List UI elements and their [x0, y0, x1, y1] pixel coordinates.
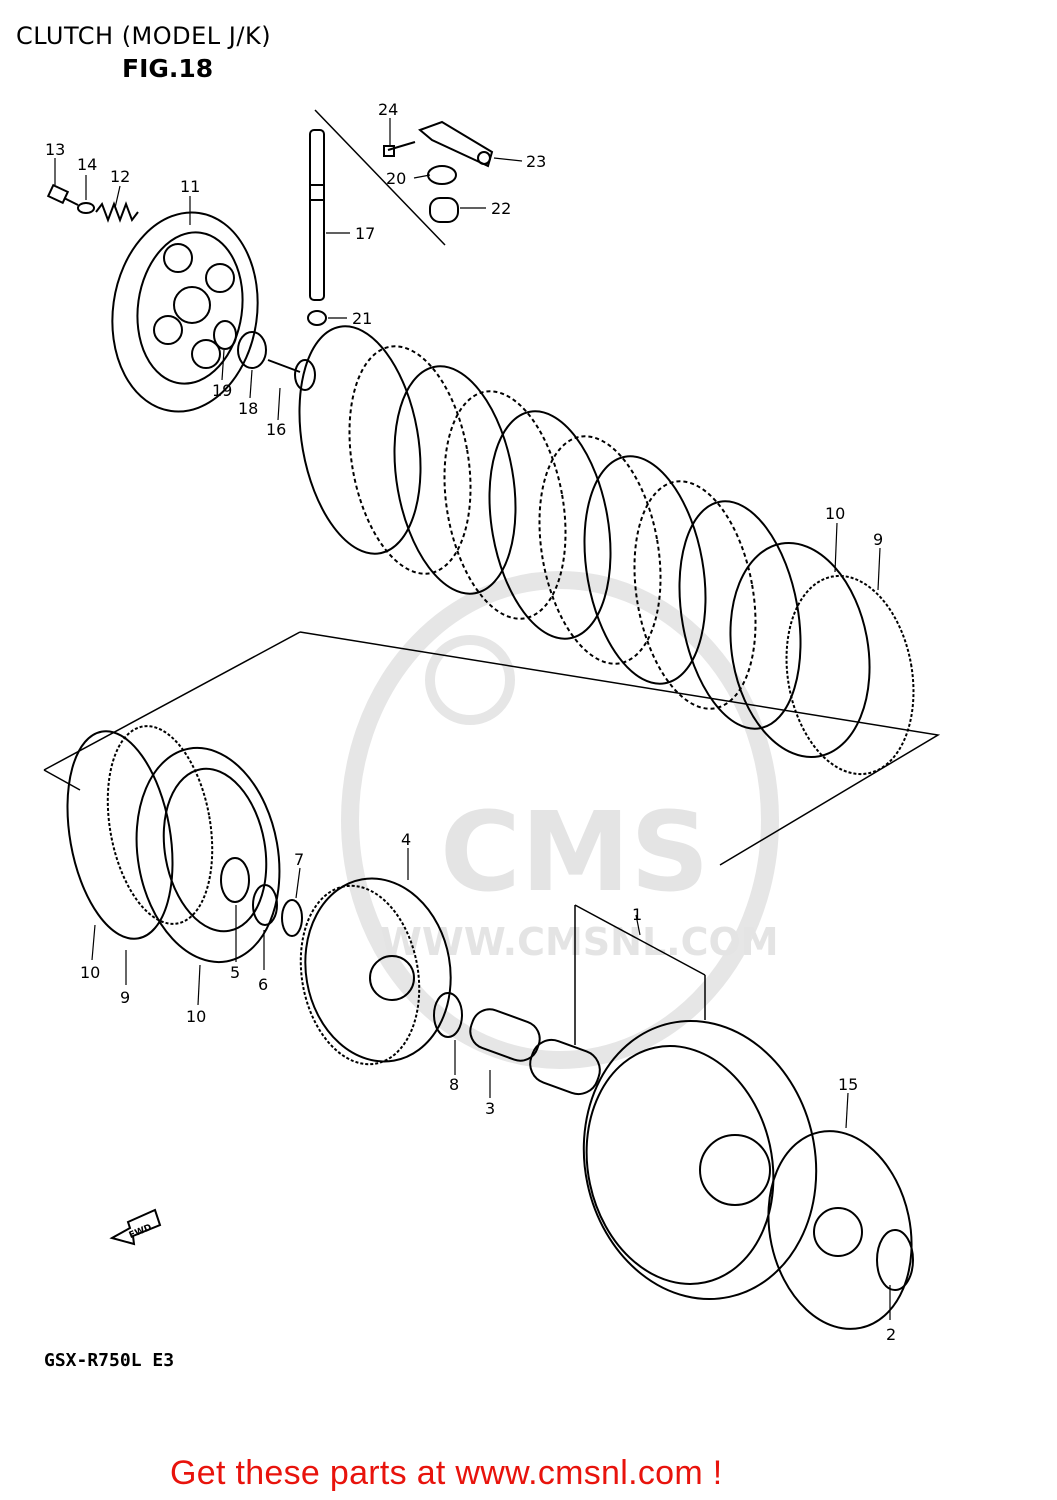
callout-7: 7: [294, 850, 304, 869]
callout-1: 1: [632, 905, 642, 924]
callout-19: 19: [212, 381, 232, 400]
lower-plates: [66, 725, 281, 964]
clutch-housing: [582, 1019, 914, 1330]
bearing-and-pushrod: [213, 320, 316, 391]
needle-bearing-and-sleeve: [469, 1008, 601, 1096]
watermark-url: WWW.CMSNL.COM: [380, 920, 779, 964]
callout-13: 13: [45, 140, 65, 159]
callout-3: 3: [485, 1099, 495, 1118]
callout-5: 5: [230, 963, 240, 982]
callout-15: 15: [838, 1075, 858, 1094]
callout-23: 23: [526, 152, 546, 171]
fwd-arrow-icon: FWD: [109, 1208, 162, 1246]
callout-10-right: 10: [186, 1007, 206, 1026]
callout-21: 21: [352, 309, 372, 328]
spring-bolt-washer: [46, 183, 139, 223]
exploded-parts-diagram: CMS WWW.CMSNL.COM: [43, 100, 941, 1344]
callout-24: 24: [378, 100, 398, 119]
assembly-bracket-lines: [43, 109, 941, 1045]
callout-10-upper: 10: [825, 504, 845, 523]
model-code: GSX-R750L E3: [44, 1350, 175, 1371]
callout-17: 17: [355, 224, 375, 243]
callout-18: 18: [238, 399, 258, 418]
callout-9-lower: 9: [120, 988, 130, 1007]
clutch-plate-stack: [298, 325, 915, 776]
pressure-plate: [111, 211, 259, 413]
release-shaft: [307, 129, 327, 326]
callout-11: 11: [180, 177, 200, 196]
watermark: CMS WWW.CMSNL.COM: [341, 571, 779, 1069]
callout-22: 22: [491, 199, 511, 218]
leader-lines: [54, 118, 891, 1320]
clutch-hub: [220, 857, 463, 1066]
callout-9-upper: 9: [873, 530, 883, 549]
watermark-brand: CMS: [440, 788, 709, 916]
promo-link[interactable]: Get these parts at www.cmsnl.com !: [170, 1454, 723, 1492]
callout-6: 6: [258, 975, 268, 994]
callout-4: 4: [401, 830, 411, 849]
callout-numbers: 1 2 3 4 5 6 7 8 9 9 10 10 10 11 12 13 14…: [45, 100, 896, 1344]
callout-10-left: 10: [80, 963, 100, 982]
callout-12: 12: [110, 167, 130, 186]
figure-label: FIG.18: [122, 54, 214, 83]
callout-8: 8: [449, 1075, 459, 1094]
page-title: CLUTCH (MODEL J/K): [16, 22, 272, 50]
callout-20: 20: [386, 169, 406, 188]
callout-14: 14: [77, 155, 97, 174]
callout-2: 2: [886, 1325, 896, 1344]
callout-16: 16: [266, 420, 286, 439]
